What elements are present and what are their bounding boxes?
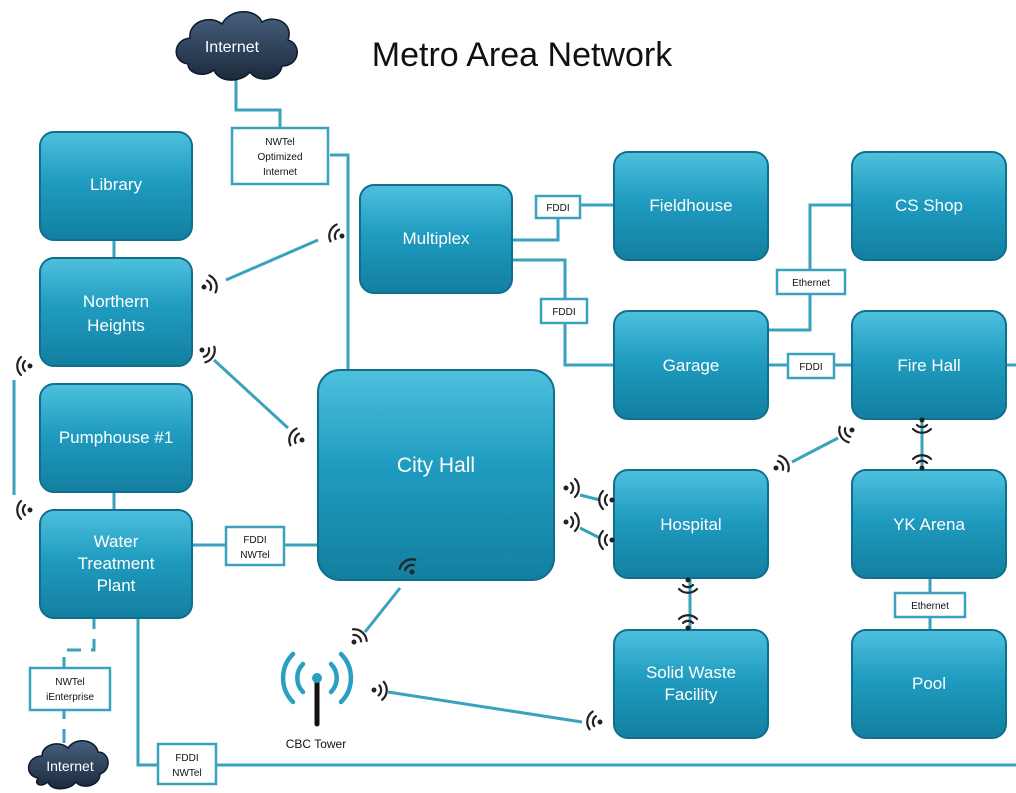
wifi-signal-icon: [563, 477, 580, 499]
wifi-signal-icon: [16, 499, 33, 521]
nwtel-ienterprise-line-2: iEnterprise: [46, 692, 94, 703]
node-solid-waste-label-2: Facility: [665, 685, 718, 704]
cbc-tower-label: CBC Tower: [286, 737, 346, 751]
node-city-hall-label: City Hall: [397, 454, 475, 477]
wifi-signal-icon: [201, 274, 218, 294]
node-pumphouse-label: Pumphouse #1: [59, 428, 173, 447]
fddi-nwtel-bottom-line-1: FDDI: [175, 753, 198, 764]
fddi-garage-firehall-label: FDDI: [786, 352, 836, 380]
cloud-icon: [175, 11, 298, 81]
node-pool-label: Pool: [912, 674, 946, 693]
node-cs-shop[interactable]: CS Shop: [851, 151, 1007, 261]
node-library-label: Library: [90, 175, 142, 194]
wifi-signal-icon: [398, 558, 417, 575]
wifi-signal-icon: [773, 454, 790, 473]
ethernet-label-1: Ethernet: [792, 278, 830, 289]
wifi-signal-icon: [351, 628, 368, 645]
nodes: Library Northern Heights Pumphouse #1 Wa…: [39, 131, 1007, 739]
node-garage[interactable]: Garage: [613, 310, 769, 420]
wifi-signal-icon: [911, 454, 933, 471]
ethernet-label-2: Ethernet: [911, 601, 949, 612]
fddi-multiplex-fieldhouse-label: FDDI: [534, 194, 582, 220]
node-multiplex-label: Multiplex: [402, 229, 470, 248]
node-water-treatment-label-2: Treatment: [78, 554, 155, 573]
internet-top-label: Internet: [205, 39, 260, 56]
nwtel-optimized-line-1: NWTel: [265, 137, 294, 148]
wifi-signal-icon: [586, 710, 603, 731]
connector-labels: NWTel Optimized Internet FDDI FDDI Ether…: [28, 126, 967, 786]
wifi-signal-icon: [677, 614, 699, 631]
wifi-signal-icon: [199, 345, 216, 364]
nwtel-optimized-label: NWTel Optimized Internet: [230, 126, 330, 186]
node-northern-heights-label-1: Northern: [83, 292, 149, 311]
node-multiplex[interactable]: Multiplex: [359, 184, 513, 294]
wifi-signal-icon: [328, 223, 345, 243]
fddi-nwtel-line-1: FDDI: [243, 535, 266, 546]
node-hospital[interactable]: Hospital: [613, 469, 769, 579]
fddi-label-3: FDDI: [799, 362, 822, 373]
fddi-label-1: FDDI: [546, 203, 569, 214]
wifi-signal-icon: [598, 489, 615, 511]
ethernet-arena-pool-label: Ethernet: [893, 591, 967, 619]
node-yk-arena[interactable]: YK Arena: [851, 469, 1007, 579]
nwtel-ienterprise-label: NWTel iEnterprise: [28, 666, 112, 712]
node-solid-waste-facility[interactable]: Solid Waste Facility: [613, 629, 769, 739]
fddi-label-2: FDDI: [552, 307, 575, 318]
wifi-signal-icon: [16, 355, 33, 377]
ethernet-garage-csshop-label: Ethernet: [775, 268, 847, 296]
fddi-multiplex-garage-label: FDDI: [539, 297, 589, 325]
nwtel-optimized-line-3: Internet: [263, 167, 297, 178]
node-fire-hall[interactable]: Fire Hall: [851, 310, 1007, 420]
wifi-signal-icon: [838, 425, 855, 444]
node-garage-label: Garage: [663, 356, 720, 375]
wifi-signal-icon: [598, 529, 615, 551]
fddi-nwtel-bottom-line-2: NWTel: [172, 768, 201, 779]
internet-bottom-label: Internet: [46, 758, 94, 774]
node-fieldhouse-label: Fieldhouse: [649, 196, 732, 215]
wifi-icons: [16, 223, 933, 731]
node-water-treatment-label-1: Water: [94, 532, 139, 551]
node-pumphouse[interactable]: Pumphouse #1: [39, 383, 193, 493]
wifi-signal-icon: [563, 511, 580, 533]
node-yk-arena-label: YK Arena: [893, 515, 965, 534]
fddi-nwtel-line-2: NWTel: [240, 550, 269, 561]
node-fire-hall-label: Fire Hall: [897, 356, 960, 375]
node-pool[interactable]: Pool: [851, 629, 1007, 739]
wifi-signal-icon: [677, 577, 699, 594]
node-city-hall[interactable]: City Hall: [317, 369, 555, 581]
page-title: Metro Area Network: [372, 36, 673, 74]
node-cs-shop-label: CS Shop: [895, 196, 963, 215]
node-fieldhouse[interactable]: Fieldhouse: [613, 151, 769, 261]
nwtel-ienterprise-line-1: NWTel: [55, 677, 84, 688]
wifi-signal-icon: [288, 427, 305, 447]
node-library[interactable]: Library: [39, 131, 193, 241]
node-northern-heights-label-2: Heights: [87, 316, 145, 335]
node-northern-heights[interactable]: Northern Heights: [39, 257, 193, 367]
wifi-signal-icon: [911, 417, 933, 434]
node-water-treatment-label-3: Plant: [97, 576, 136, 595]
node-water-treatment-plant[interactable]: Water Treatment Plant: [39, 509, 193, 619]
fddi-nwtel-waterplant-label: FDDI NWTel: [224, 525, 286, 567]
node-solid-waste-label-1: Solid Waste: [646, 663, 736, 682]
node-hospital-label: Hospital: [660, 515, 721, 534]
radio-tower-icon: [280, 651, 354, 727]
nwtel-optimized-line-2: Optimized: [257, 152, 302, 163]
wifi-signal-icon: [371, 680, 388, 701]
fddi-nwtel-bottom-label: FDDI NWTel: [156, 742, 218, 786]
cloud-icon: [28, 740, 109, 790]
